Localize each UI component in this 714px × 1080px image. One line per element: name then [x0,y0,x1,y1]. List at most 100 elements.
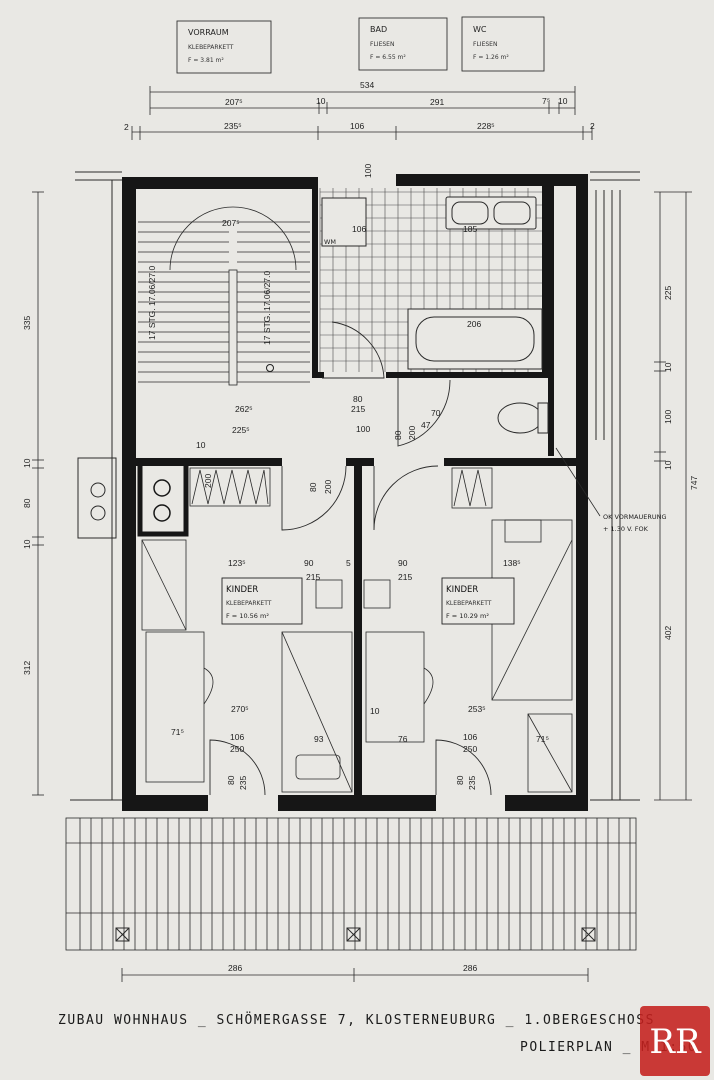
interior-dim: 5 [346,558,351,568]
header-label-wc: WC FLIESEN F = 1.26 m² [461,16,545,72]
stair-dim-a: 262⁵ [235,404,253,414]
dimension-chain-bottom [121,968,589,982]
header-label-name: WC [473,25,487,34]
dim-right: 402 [663,626,673,640]
interior-dim: 10 [196,440,206,450]
interior-dim: 80 [353,394,363,404]
interior-dim: 200 [323,480,333,494]
dim-top-row1: 291 [430,97,444,107]
room-area: F = 10.29 m² [446,612,489,620]
room-name: KINDER [446,585,478,595]
drawing-title: ZUBAU WOHNHAUS _ SCHÖMERGASSE 7, KLOSTER… [58,1011,655,1028]
interior-dim: 47 [421,420,431,430]
header-label-area: F = 6.55 m² [370,54,406,61]
room-finish: KLEBEPARKETT [226,600,272,607]
stair-top-dim: 207⁵ [222,218,240,228]
interior-dim: 80 [308,482,318,492]
room-label-kinder-left: KINDER KLEBEPARKETT F = 10.56 m² [221,577,303,625]
interior-dim: 90 [304,558,314,568]
interior-dim: 80 [455,775,465,785]
dim-right: 10 [663,460,673,470]
adjacent-structure [70,171,640,801]
exterior-cooktop-left [77,457,117,539]
dim-left: 335 [22,316,32,330]
walls [122,174,588,811]
stair-label-left: 17 STG. 17.06/27.0 [147,266,157,340]
dim-bottom: 286 [463,963,477,973]
interior-dim: 106 [352,224,366,234]
dim-left: 10 [22,458,32,468]
dim-top-row1: 10 [558,96,568,106]
header-label-name: VORRAUM [188,28,229,37]
interior-dim: 200 [203,474,213,488]
interior-dim: 100 [356,424,370,434]
dimension-chain-top [131,86,593,140]
annotation-line-1: OK VORMAUERUNG [603,513,667,521]
stair-dim-b: 225⁵ [232,425,250,435]
balcony-drain-middle [346,927,361,942]
header-label-finish: FLIESEN [370,41,394,48]
logo-text: RR [649,1022,702,1062]
stair-label-right: 17 STG. 17.06/27.0 [262,271,272,345]
dim-left: 10 [22,539,32,549]
dimension-chain-left [32,191,44,796]
interior-dim: 71⁵ [171,727,184,737]
room-label-kinder-right: KINDER KLEBEPARKETT F = 10.29 m² [441,577,515,625]
interior-dim: 215 [306,572,320,582]
dim-top-total: 534 [360,80,374,90]
annotation-line-2: + 1.30 V. FOK [603,525,649,533]
interior-dim: 215 [351,404,365,414]
interior-dim: 235 [467,776,477,790]
dim-top-row2: 2 [124,122,129,132]
balcony-drain-right [581,927,596,942]
dim-top-row2: 235⁵ [224,121,242,131]
interior-dim: 123⁵ [228,558,246,568]
interior-dim: 70 [431,408,441,418]
interior-dim: 235 [238,776,248,790]
bathroom-fixtures [321,196,549,434]
dim-right: 100 [663,410,673,424]
agency-logo: RR [640,1006,710,1076]
interior-dim: 185 [463,224,477,234]
interior-dim: 80 [226,775,236,785]
dim-left: 312 [22,661,32,675]
dim-right: 225 [663,286,673,300]
interior-dim: 106 [230,732,244,742]
interior-dim: 71⁵ [536,734,549,744]
furniture [145,579,434,793]
dim-top-row1: 10 [316,96,326,106]
dimension-chain-right [654,191,692,801]
interior-dim: 10 [370,706,380,716]
interior-dim: 206 [467,319,481,329]
room-area: F = 10.56 m² [226,612,269,620]
balcony-drain-left [115,927,130,942]
cooktop-icon [153,479,171,522]
interior-dim: 90 [398,558,408,568]
dim-top-row2: 228⁵ [477,121,495,131]
staircase [138,206,310,386]
dim-right: 747 [689,476,699,490]
interior-dim: 80 [393,430,403,440]
interior-dim: 215 [398,572,412,582]
annotation-leader [555,447,601,517]
dim-top-row1: 7⁵ [542,96,550,106]
stair-start-marker [266,364,274,372]
doors [209,321,492,796]
interior-dim: 106 [463,732,477,742]
dim-top-row2: 106 [350,121,364,131]
room-finish: KLEBEPARKETT [446,600,492,607]
interior-dim: 200 [407,426,417,440]
interior-dim: 93 [314,734,324,744]
interior-dim: 250 [230,744,244,754]
washing-machine-label: WM [324,238,336,246]
interior-dim: 270⁵ [231,704,249,714]
dim-left: 80 [22,498,32,508]
balcony [65,817,637,951]
header-label-name: BAD [370,25,387,34]
interior-dim: 100 [363,164,373,178]
header-label-bad: BAD FLIESEN F = 6.55 m² [358,17,448,71]
interior-dim: 138⁵ [503,558,521,568]
interior-dim: 76 [398,734,408,744]
header-label-vorraum: VORRAUM KLEBEPARKETT F = 3.81 m² [176,20,272,74]
